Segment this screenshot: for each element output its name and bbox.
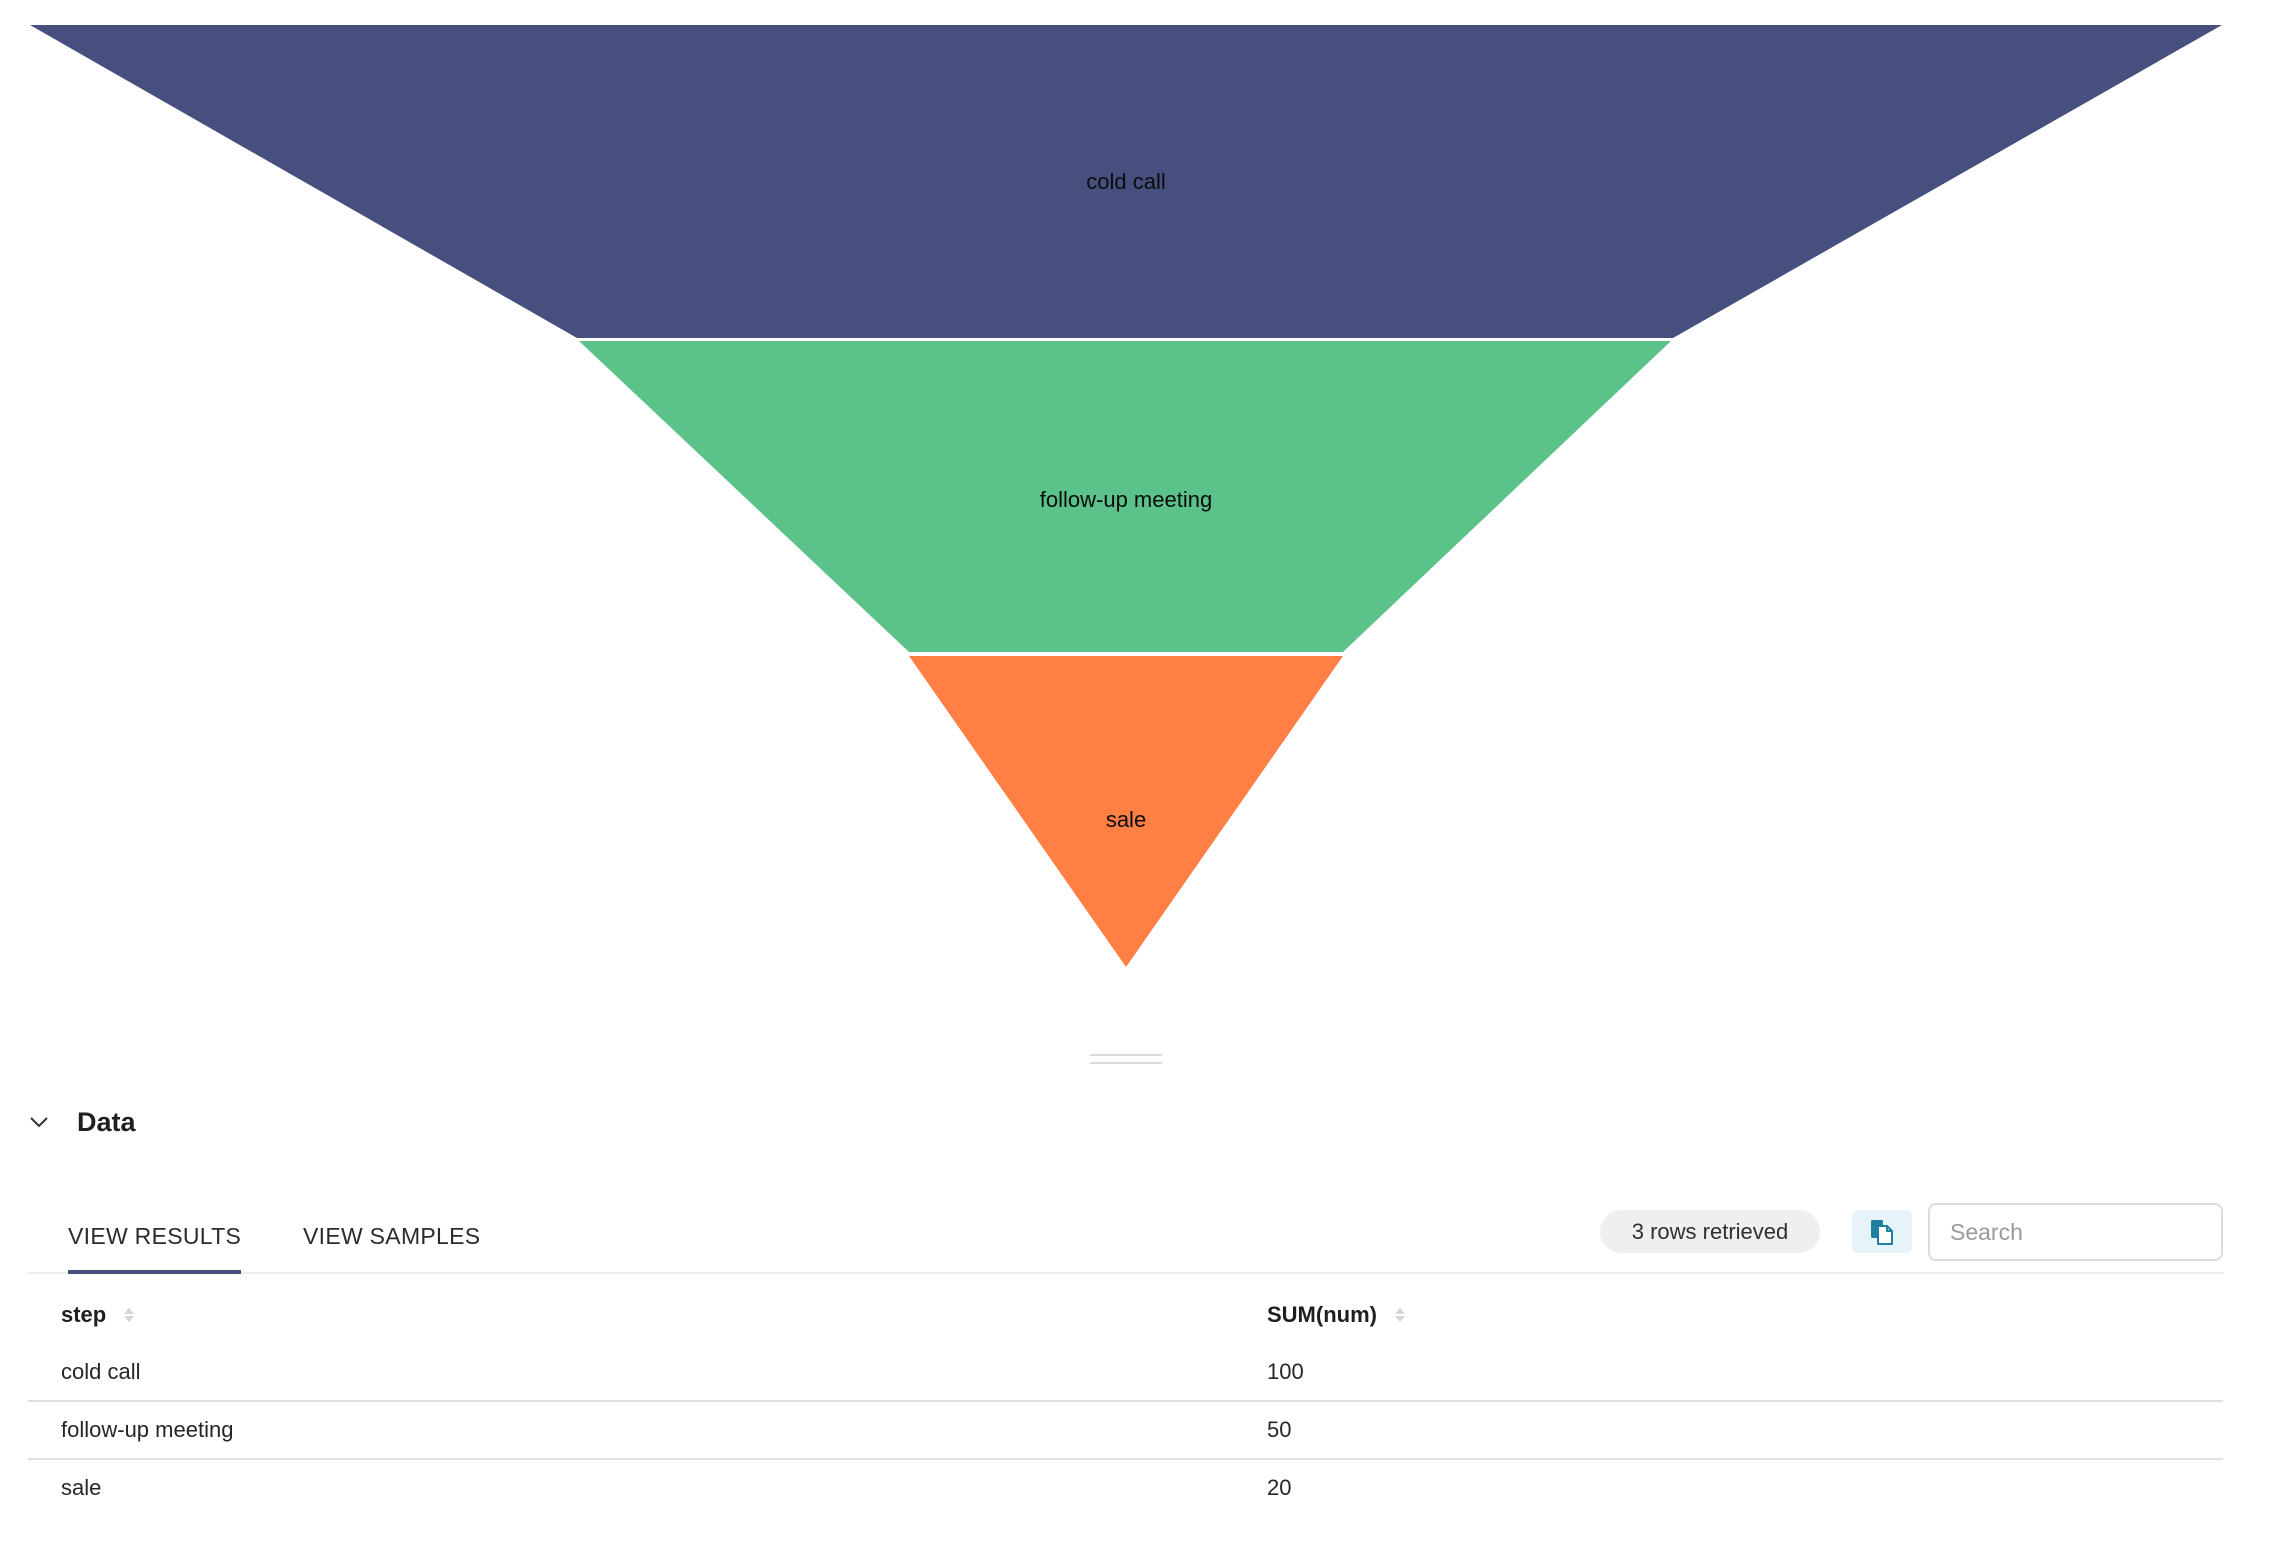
copy-button[interactable] bbox=[1852, 1210, 1912, 1253]
column-header-sum-num[interactable]: SUM(num) bbox=[1267, 1286, 1405, 1344]
copy-icon bbox=[1871, 1219, 1893, 1245]
results-table: step SUM(num) cold call 100 follow-up me… bbox=[28, 1286, 2223, 1518]
table-row: follow-up meeting 50 bbox=[28, 1402, 2223, 1460]
panel-resize-handle[interactable] bbox=[1090, 1052, 1162, 1066]
table-header: step SUM(num) bbox=[28, 1286, 2223, 1344]
table-body: cold call 100 follow-up meeting 50 sale … bbox=[28, 1344, 2223, 1518]
table-row: cold call 100 bbox=[28, 1344, 2223, 1402]
data-section-toggle[interactable]: Data bbox=[28, 1100, 136, 1144]
cell-step: sale bbox=[61, 1475, 102, 1500]
funnel-label-follow-up-meeting: follow-up meeting bbox=[1039, 487, 1213, 512]
rows-retrieved-badge: 3 rows retrieved bbox=[1600, 1210, 1820, 1253]
cell-step: follow-up meeting bbox=[61, 1417, 234, 1442]
cell-step: cold call bbox=[61, 1359, 141, 1384]
funnel-label-sale: sale bbox=[1105, 807, 1147, 832]
funnel-chart: cold call follow-up meeting sale bbox=[30, 25, 2222, 967]
column-header-label: SUM(num) bbox=[1267, 1302, 1377, 1327]
funnel-segment-follow-up-meeting[interactable] bbox=[579, 341, 1671, 652]
sort-icon[interactable] bbox=[124, 1308, 135, 1322]
column-header-label: step bbox=[61, 1302, 107, 1327]
search-input[interactable] bbox=[1928, 1203, 2223, 1261]
column-header-step[interactable]: step bbox=[61, 1286, 135, 1344]
cell-sum-num: 100 bbox=[1267, 1359, 1304, 1384]
funnel-svg bbox=[30, 25, 2222, 967]
table-row: sale 20 bbox=[28, 1460, 2223, 1518]
tab-view-samples[interactable]: VIEW SAMPLES bbox=[303, 1222, 481, 1249]
sort-icon[interactable] bbox=[1394, 1308, 1405, 1322]
funnel-label-cold-call: cold call bbox=[1086, 169, 1166, 194]
tab-view-results[interactable]: VIEW RESULTS bbox=[68, 1200, 242, 1274]
data-tabs: VIEW RESULTS VIEW SAMPLES bbox=[28, 1200, 2223, 1274]
funnel-segment-sale[interactable] bbox=[909, 656, 1343, 967]
funnel-segment-cold-call[interactable] bbox=[30, 25, 2222, 338]
data-section-title: Data bbox=[77, 1106, 136, 1137]
cell-sum-num: 20 bbox=[1267, 1475, 1292, 1500]
handle-line bbox=[1090, 1062, 1162, 1064]
handle-line bbox=[1090, 1054, 1162, 1056]
cell-sum-num: 50 bbox=[1267, 1417, 1292, 1442]
chevron-down-icon bbox=[30, 1117, 48, 1128]
